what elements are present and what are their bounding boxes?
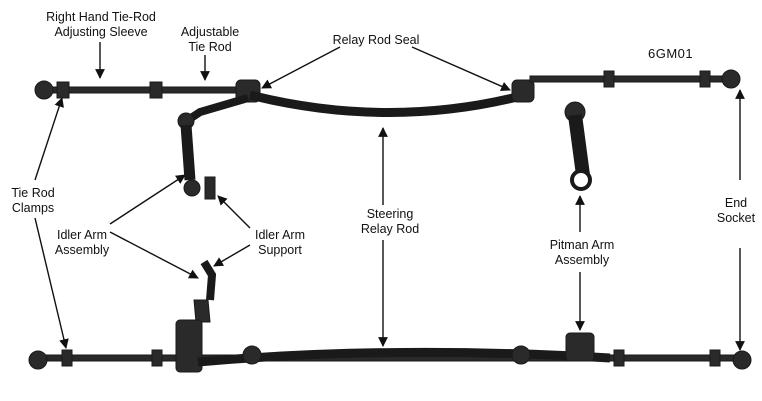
- arrow-relay-seal-right: [411, 46, 511, 91]
- clamp-top-right: [699, 70, 711, 88]
- pitman-eye-top: [570, 169, 592, 191]
- arrow-idler-support-bottom: [213, 244, 251, 267]
- right-end-socket-top: [721, 69, 741, 89]
- arrow-clamps-bottom: [34, 217, 69, 349]
- idler-arm-top: [180, 124, 196, 181]
- pitman-assembly-bottom: [565, 332, 595, 362]
- right-end-socket-bottom: [732, 350, 752, 370]
- idler-assembly-bottom: [175, 319, 203, 373]
- clamp-top-mid: [149, 81, 163, 99]
- idler-bolt-top: [183, 179, 201, 197]
- left-end-socket-bottom: [28, 350, 48, 370]
- relay-joint-bottom-left: [242, 345, 262, 365]
- right-relay-joint-top: [511, 79, 535, 103]
- idler-arm-link-top: [182, 94, 250, 126]
- arrow-idler-support-top: [217, 195, 251, 229]
- pitman-arm-top: [568, 114, 590, 176]
- clamp-bottom-mid: [151, 349, 163, 367]
- relay-rod-top: [248, 90, 527, 117]
- clamp-top-left: [56, 81, 70, 99]
- clamp-bottom-left: [61, 349, 73, 367]
- idler-support-bottom: [200, 259, 217, 301]
- idler-bracket-top: [204, 176, 216, 200]
- callout-arrows: [34, 42, 745, 351]
- label-relay-rod-seal: Relay Rod Seal: [332, 33, 420, 47]
- relay-joint-bottom-right: [511, 345, 531, 365]
- clamp-top-right-mid: [603, 70, 615, 88]
- figure-code: 6GM01: [648, 46, 694, 61]
- top-linkage: [34, 69, 741, 200]
- arrow-idler-assembly-bottom: [109, 231, 199, 279]
- clamp-bottom-right: [709, 349, 721, 367]
- idler-arm-bottom: [193, 299, 211, 323]
- left-end-socket-top: [34, 80, 54, 100]
- arrow-clamps-top: [34, 97, 64, 181]
- clamp-bottom-right-mid: [613, 349, 625, 367]
- left-tie-rod: [41, 86, 248, 94]
- bottom-linkage: [28, 259, 752, 373]
- arrow-idler-assembly-top: [109, 174, 186, 225]
- arrow-relay-seal-left: [261, 46, 341, 89]
